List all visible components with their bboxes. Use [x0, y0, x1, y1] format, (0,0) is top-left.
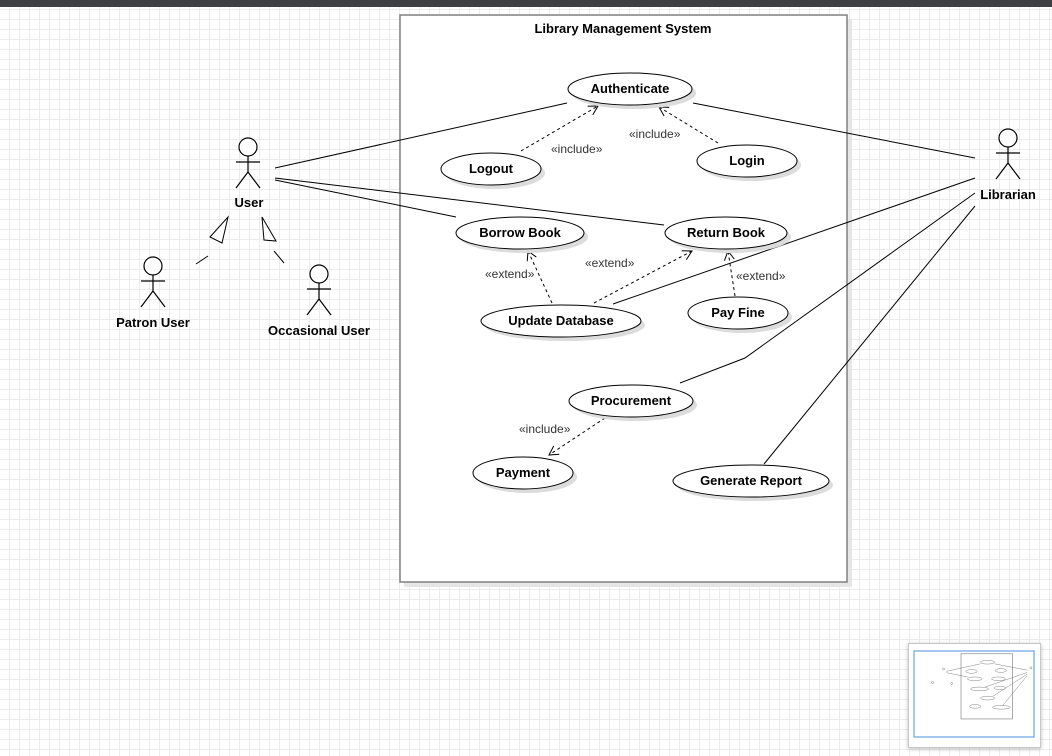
assoc-librarian-update [612, 177, 976, 305]
use-case-label: Login [729, 153, 764, 168]
use-case-label: Pay Fine [711, 305, 764, 320]
actor-occasional-label: Occasional User [268, 323, 370, 338]
use-case-authenticate[interactable]: Authenticate [567, 72, 696, 109]
use-case-login[interactable]: Login [696, 144, 801, 181]
actor-librarian-label: Librarian [980, 187, 1036, 202]
dep-procurement-payment [548, 417, 606, 456]
use-case-label: Payment [496, 465, 551, 480]
extend-label-borrow: «extend» [485, 267, 535, 281]
actor-user-label: User [235, 195, 264, 210]
assoc-user-borrow [274, 179, 457, 218]
actor-head [998, 128, 1018, 148]
include-label-login: «include» [629, 127, 681, 141]
assoc-user-return [274, 177, 665, 226]
use-case-label: Update Database [508, 313, 613, 328]
generalization-patron-user [195, 215, 229, 265]
actor-body [235, 156, 261, 189]
actor-user[interactable]: User [235, 137, 264, 210]
use-case-label: Generate Report [700, 473, 803, 488]
use-case-label: Authenticate [591, 81, 670, 96]
use-case-payment[interactable]: Payment [472, 456, 577, 493]
assoc-user-authenticate [274, 102, 568, 169]
use-case-procurement[interactable]: Procurement [568, 384, 697, 421]
actor-librarian[interactable]: Librarian [980, 128, 1036, 202]
use-case-logout[interactable]: Logout [440, 152, 545, 189]
assoc-librarian-authenticate [692, 102, 976, 159]
stereotype-labels: «include» «include» «extend» «extend» «e… [485, 127, 786, 436]
use-case-return-book[interactable]: Return Book [664, 216, 791, 253]
extend-label-return: «extend» [585, 256, 635, 270]
use-case-update-database[interactable]: Update Database [480, 304, 645, 341]
dep-payfine-return [723, 249, 736, 297]
associations [274, 102, 976, 465]
generalization-occasional-user [261, 216, 285, 264]
actor-body [995, 147, 1021, 180]
diagram-minimap[interactable] [908, 643, 1041, 748]
include-label-payment: «include» [519, 422, 571, 436]
include-label-logout: «include» [551, 142, 603, 156]
use-case-label: Logout [469, 161, 514, 176]
use-case-label: Return Book [687, 225, 766, 240]
dep-logout-authenticate [520, 105, 599, 152]
extend-label-payfine: «extend» [736, 269, 786, 283]
assoc-librarian-procurement [679, 192, 976, 384]
actor-patron-user[interactable]: Patron User [116, 256, 190, 330]
use-case-generate-report[interactable]: Generate Report [672, 464, 833, 501]
use-case-pay-fine[interactable]: Pay Fine [687, 296, 792, 333]
dependencies [520, 105, 736, 456]
use-case-borrow-book[interactable]: Borrow Book [455, 216, 588, 253]
assoc-librarian-report [763, 205, 976, 465]
actor-body [140, 275, 166, 308]
dep-update-return [593, 250, 693, 304]
top-toolbar-bar [0, 0, 1052, 7]
actor-head [238, 137, 258, 157]
actor-head [143, 256, 163, 276]
actor-patron-label: Patron User [116, 315, 190, 330]
actor-head [309, 264, 329, 284]
actor-body [306, 283, 332, 316]
actor-occasional-user[interactable]: Occasional User [268, 264, 370, 338]
use-case-label: Borrow Book [479, 225, 561, 240]
use-case-label: Procurement [591, 393, 672, 408]
system-title: Library Management System [534, 21, 711, 36]
minimap-viewport [913, 650, 1035, 738]
